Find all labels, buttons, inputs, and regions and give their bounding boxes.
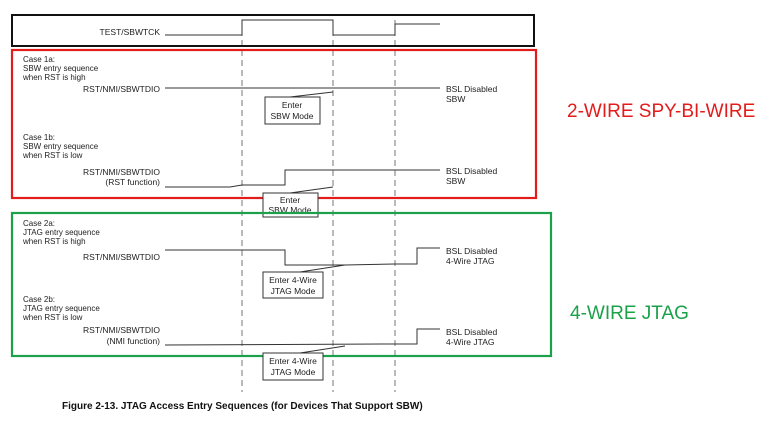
figure-caption: Figure 2-13. JTAG Access Entry Sequences…: [62, 401, 423, 412]
result-line: 4-Wire JTAG: [446, 256, 494, 266]
clock-label: TEST/SBWTCK: [100, 27, 161, 37]
mode-box-line: Enter 4-Wire: [269, 356, 317, 366]
result-line: BSL Disabled: [446, 327, 497, 337]
mode-pointer: [289, 91, 334, 98]
clock-waveform: [165, 19, 440, 36]
result-line: SBW: [446, 176, 465, 186]
mode-pointer: [299, 345, 346, 354]
case-heading-line: when RST is low: [22, 151, 83, 160]
result-line: BSL Disabled: [446, 166, 497, 176]
case-2b: Case 2b: JTAG entry sequence when RST is…: [22, 295, 497, 347]
result-line: BSL Disabled: [446, 246, 497, 256]
case-heading-line: Case 2b:: [23, 295, 55, 304]
signal-label: (NMI function): [107, 336, 161, 346]
case-1a: Case 1a: SBW entry sequence when RST is …: [22, 55, 497, 125]
mode-box-line: JTAG Mode: [271, 286, 316, 296]
jtag-group-title: 4-WIRE JTAG: [570, 303, 689, 324]
mode-box-line: Enter 4-Wire: [269, 275, 317, 285]
mode-box-line: Enter: [280, 195, 300, 205]
signal-label: RST/NMI/SBWTDIO: [83, 252, 160, 262]
case-heading-line: when RST is high: [22, 237, 86, 246]
signal-label: (RST function): [105, 177, 160, 187]
mode-box-line: SBW Mode: [271, 111, 314, 121]
signal-label: RST/NMI/SBWTDIO: [83, 325, 160, 335]
case-heading-line: SBW entry sequence: [23, 142, 99, 151]
mode-box-line: Enter: [282, 100, 302, 110]
signal-waveform: [164, 328, 440, 346]
case-heading-line: JTAG entry sequence: [23, 304, 100, 313]
clock-frame: [11, 14, 535, 47]
signal-waveform: [165, 247, 440, 266]
case-heading-line: when RST is high: [22, 73, 86, 82]
result-line: 4-Wire JTAG: [446, 337, 494, 347]
mode-pointer: [299, 264, 346, 273]
mode-box-line: SBW Mode: [269, 205, 312, 215]
result-line: SBW: [446, 94, 465, 104]
signal-label: RST/NMI/SBWTDIO: [83, 84, 160, 94]
signal-waveform: [165, 169, 440, 188]
mode-box: [264, 96, 321, 125]
case-1b: Case 1b: SBW entry sequence when RST is …: [22, 133, 497, 188]
mode-pointer: [289, 186, 334, 194]
sbw-group-title: 2-WIRE SPY-BI-WIRE: [567, 101, 755, 122]
case-heading-line: when RST is low: [22, 313, 83, 322]
case-heading-line: Case 1b:: [23, 133, 55, 142]
mode-box: [262, 271, 324, 299]
case-heading-line: Case 2a:: [23, 219, 55, 228]
case-heading-line: JTAG entry sequence: [23, 228, 100, 237]
mode-box-line: JTAG Mode: [271, 367, 316, 377]
signal-label: RST/NMI/SBWTDIO: [83, 167, 160, 177]
mode-box: [262, 352, 324, 381]
case-2a: Case 2a: JTAG entry sequence when RST is…: [22, 219, 497, 299]
case-heading-line: SBW entry sequence: [23, 64, 99, 73]
case-heading-line: Case 1a:: [23, 55, 55, 64]
result-line: BSL Disabled: [446, 84, 497, 94]
